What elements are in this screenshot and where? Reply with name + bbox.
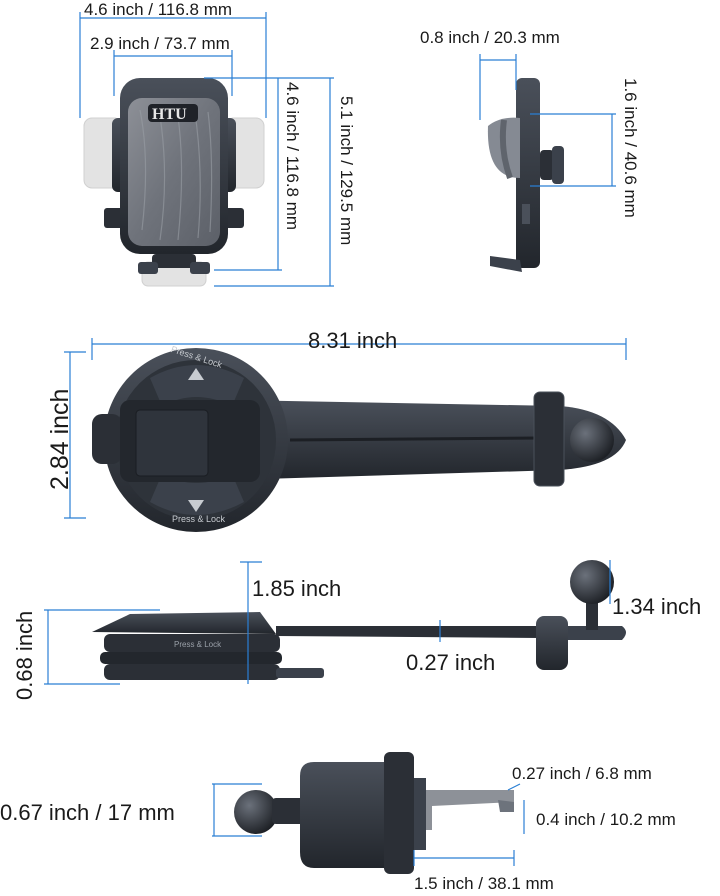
height-inner-label: 4.6 inch / 116.8 mm <box>283 82 302 231</box>
width-outer-label: 4.6 inch / 116.8 mm <box>84 0 233 19</box>
clip-length-label: 1.5 inch / 38.1 mm <box>414 874 554 893</box>
clip-gap-label: 0.4 inch / 10.2 mm <box>536 810 676 829</box>
side-holder-view <box>487 78 564 272</box>
arm-thickness-label: 0.27 inch <box>406 650 496 675</box>
length-label: 8.31 inch <box>308 328 398 353</box>
side-height-label: 1.6 inch / 40.6 mm <box>621 78 640 218</box>
press-lock-bottom: Press & Lock <box>172 514 226 524</box>
hook-thickness-label: 0.27 inch / 6.8 mm <box>512 764 652 783</box>
side-holder-dimensions <box>479 54 616 187</box>
width-inner-label: 2.9 inch / 73.7 mm <box>90 34 230 53</box>
width-label: 2.84 inch <box>46 388 74 490</box>
ball-diameter-label: 1.34 inch <box>612 594 702 619</box>
front-holder-view <box>83 78 265 287</box>
depth-label: 0.8 inch / 20.3 mm <box>420 28 560 47</box>
wood-panel <box>128 98 220 246</box>
brand-logo: HTU <box>152 106 187 123</box>
top-base-dimensions <box>64 338 627 519</box>
ball-size-label: 0.67 inch / 17 mm <box>0 800 175 825</box>
base-height-label: 0.68 inch <box>12 610 37 700</box>
height-outer-label: 5.1 inch / 129.5 mm <box>337 96 356 246</box>
top-base-view <box>92 348 626 532</box>
front-holder-dimensions <box>79 12 334 287</box>
vent-clip-view <box>234 752 514 874</box>
side-press-lock: Press & Lock <box>174 640 222 649</box>
side-base-view <box>92 560 626 680</box>
vent-clip-dimensions <box>212 783 525 866</box>
side-base-dimensions <box>44 560 611 685</box>
ball-height-label: 1.85 inch <box>252 576 342 601</box>
